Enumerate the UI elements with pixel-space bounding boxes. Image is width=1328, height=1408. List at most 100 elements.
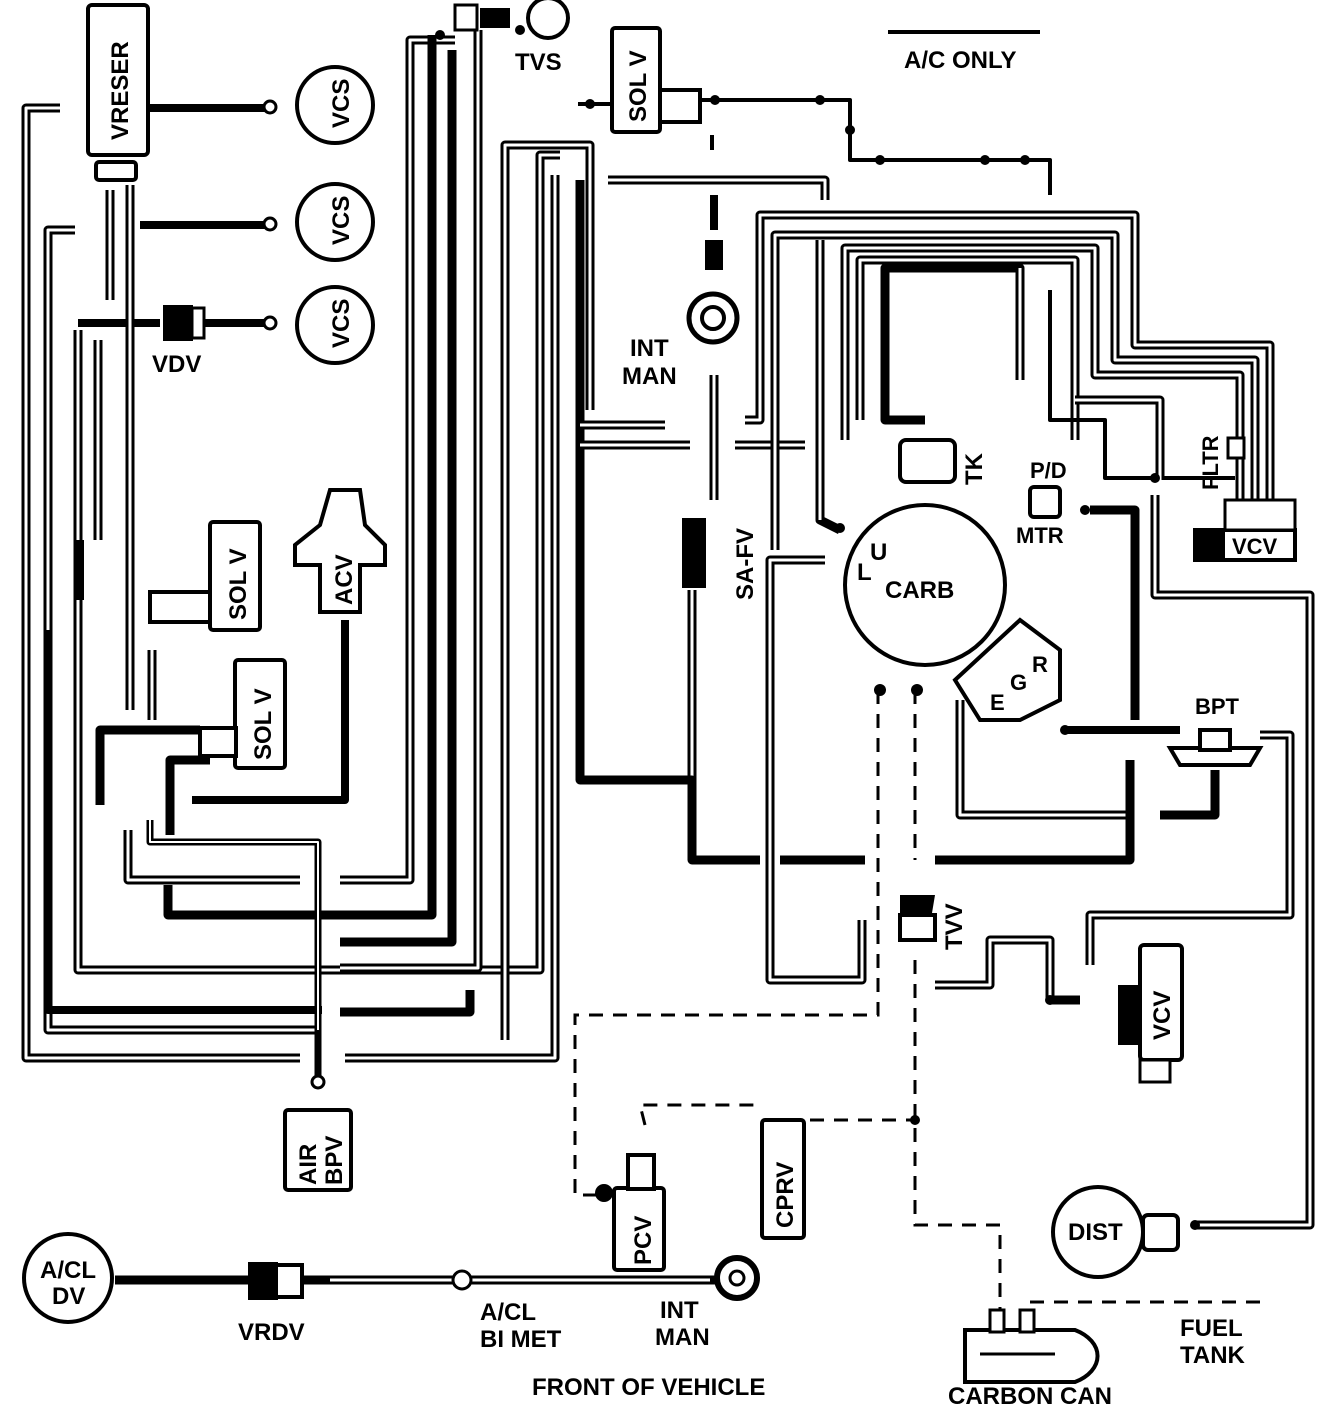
cprv-label: CPRV bbox=[772, 1162, 799, 1228]
fuel-tank-l1: FUEL bbox=[1180, 1315, 1243, 1342]
hose-tall-2 bbox=[163, 35, 437, 920]
air-bpv-l1: AIR bbox=[295, 1144, 322, 1185]
hose-left-loop-inner bbox=[24, 106, 300, 1060]
acv-label: ACV bbox=[331, 554, 358, 605]
pcv: PCV bbox=[595, 1153, 666, 1272]
acl-dv-l2: DV bbox=[52, 1283, 85, 1310]
hose-carb-bottom-2 bbox=[935, 760, 1135, 865]
int-man-top-l1: INT bbox=[630, 335, 669, 362]
vcv-right: VCV bbox=[1193, 498, 1297, 562]
dash-tvv-down bbox=[913, 960, 1002, 1310]
bpt-label: BPT bbox=[1195, 694, 1240, 719]
air-bpv: AIR BPV bbox=[283, 1074, 353, 1192]
vcs-2-label: VCS bbox=[328, 196, 355, 245]
sol-v-left: SOL V bbox=[148, 520, 262, 632]
vreser-label: VRESER bbox=[107, 41, 134, 140]
sol-v-top: SOL V bbox=[610, 26, 702, 134]
hose-safv-to-left bbox=[575, 180, 760, 865]
dashed-hoses bbox=[573, 690, 1265, 1310]
vcv-lower: VCV bbox=[1118, 943, 1184, 1084]
vdv: VDV bbox=[152, 305, 206, 378]
hose-left-4-inner bbox=[76, 153, 560, 972]
carb: CARB U L bbox=[843, 503, 1007, 667]
acl-bimet-l2: BI MET bbox=[480, 1326, 562, 1353]
sol-v-left-label: SOL V bbox=[225, 548, 252, 620]
cprv: CPRV bbox=[760, 1118, 806, 1240]
int-man-bottom: INT MAN bbox=[655, 1255, 760, 1351]
fltr: FLTR bbox=[1198, 435, 1246, 490]
hose-right-big-i bbox=[1153, 495, 1312, 1227]
tvs-label: TVS bbox=[515, 49, 562, 76]
tvs: TVS bbox=[453, 0, 570, 76]
hose-tall-3 bbox=[340, 50, 457, 947]
mtr-label: MTR bbox=[1016, 523, 1064, 548]
hose-fltr-2 bbox=[1075, 395, 1165, 480]
hose-pd-mtr bbox=[1090, 505, 1140, 720]
vdv-label: VDV bbox=[152, 351, 201, 378]
egr-r: R bbox=[1032, 652, 1048, 677]
acv: ACV bbox=[293, 488, 387, 614]
hose-tr-5-i bbox=[858, 258, 1077, 440]
egr-e: E bbox=[990, 690, 1005, 715]
acl-bimet-l1: A/CL bbox=[480, 1299, 536, 1326]
acl-dv-l1: A/CL bbox=[40, 1257, 96, 1284]
fltr-label: FLTR bbox=[1198, 435, 1223, 490]
carbon-can: CARBON CAN bbox=[948, 1308, 1112, 1408]
int-man-top-l2: MAN bbox=[622, 363, 677, 390]
hose-tall-7-i bbox=[503, 143, 592, 1040]
vcs-3-label: VCS bbox=[328, 299, 355, 348]
hose-fltr-2-i bbox=[1075, 398, 1162, 480]
carb-u: U bbox=[870, 539, 887, 566]
hose-sol-to-airbpv bbox=[146, 820, 322, 1080]
bpt: BPT bbox=[1166, 694, 1264, 767]
sol-v-mid-label: SOL V bbox=[250, 688, 277, 760]
int-man-bottom-l2: MAN bbox=[655, 1324, 710, 1351]
vrdv: VRDV bbox=[238, 1262, 305, 1346]
int-man-bottom-l1: INT bbox=[660, 1297, 699, 1324]
tvv: TVV bbox=[898, 895, 968, 950]
hose-bpt-right-i bbox=[1088, 733, 1292, 965]
vacuum-hoses bbox=[21, 30, 1315, 1285]
tk: TK bbox=[898, 438, 988, 485]
hose-tall-4-i bbox=[340, 30, 480, 970]
hose-tall-5-i bbox=[345, 175, 557, 1060]
air-bpv-l2: BPV bbox=[321, 1136, 348, 1185]
tvv-label: TVV bbox=[941, 903, 968, 950]
sol-v-top-label: SOL V bbox=[625, 50, 652, 122]
hose-left-2-inner bbox=[46, 228, 320, 1032]
vcv-lower-label: VCV bbox=[1149, 991, 1176, 1040]
pd-label: P/D bbox=[1030, 458, 1067, 483]
pd-mtr: P/D MTR bbox=[1016, 458, 1067, 548]
hose-acv-down bbox=[192, 620, 349, 804]
hose-tall-1-i bbox=[340, 38, 455, 882]
hose-tall-1 bbox=[340, 35, 455, 885]
vcs-1-label: VCS bbox=[328, 79, 355, 128]
hose-mid-box bbox=[95, 725, 200, 805]
hose-top-horiz-i bbox=[608, 178, 827, 200]
vreser: VRESER bbox=[86, 3, 150, 182]
vcs-2: VCS bbox=[262, 182, 375, 262]
hose-sol-to-airbpv-i bbox=[149, 820, 319, 1030]
hose-tr-2-i bbox=[773, 233, 1257, 550]
dist-label: DIST bbox=[1068, 1219, 1123, 1246]
vcv-right-label: VCV bbox=[1232, 534, 1278, 559]
connector-dots bbox=[435, 25, 1200, 1230]
hose-solv-top-right bbox=[700, 98, 1052, 195]
sa-fv-label: SA-FV bbox=[732, 528, 759, 600]
egr: E G R bbox=[952, 617, 1062, 722]
front-of-vehicle: FRONT OF VEHICLE bbox=[532, 1374, 765, 1401]
hose-tr-5 bbox=[855, 255, 1080, 440]
acl-dv: A/CL DV bbox=[22, 1232, 114, 1324]
hose-tall-6 bbox=[340, 990, 475, 1017]
vcs-1: VCS bbox=[262, 65, 375, 145]
hose-bpt-down bbox=[1160, 770, 1220, 820]
dash-cprv bbox=[638, 1103, 760, 1126]
hose-tk bbox=[880, 263, 1025, 420]
hose-mid-box-2 bbox=[165, 755, 210, 835]
hose-tr-1-i bbox=[745, 213, 1272, 520]
hose-left-3 bbox=[44, 630, 322, 1014]
int-man-top: INT MAN bbox=[622, 240, 740, 390]
hose-tr-3-i bbox=[843, 246, 1242, 500]
hose-left-carb-i bbox=[768, 558, 864, 982]
